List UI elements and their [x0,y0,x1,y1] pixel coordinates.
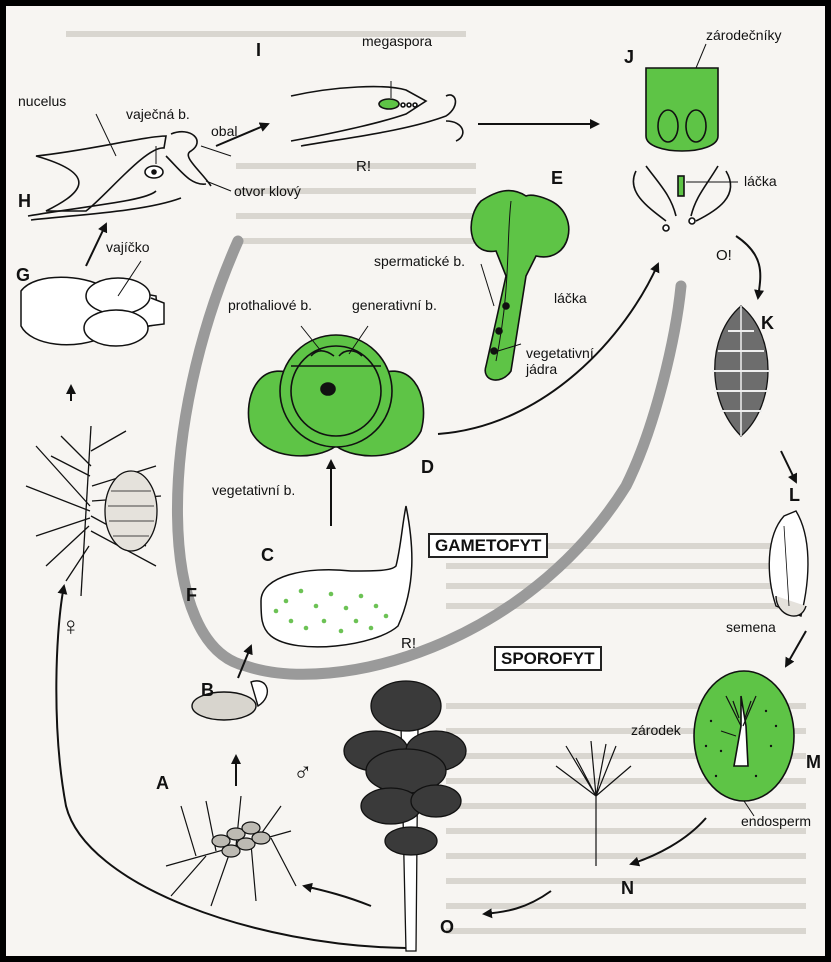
ovule-i [291,81,463,146]
winged-seed-l [769,511,808,616]
label-megaspora: megaspora [362,34,432,48]
label-spermaticke: spermatické b. [374,254,465,268]
label-zarodecniky: zárodečníky [706,28,781,42]
label-vegetativni-b: vegetativní b. [212,483,295,497]
seed-m [694,671,794,816]
label-lacka-j: láčka [744,174,777,188]
letter-j: J [624,48,634,66]
label-nucelus: nucelus [18,94,66,108]
letter-d: D [421,458,434,476]
letter-i: I [256,41,261,59]
label-prothaliove: prothaliové b. [228,298,312,312]
letter-n: N [621,879,634,897]
letter-a: A [156,774,169,792]
label-r-i: R! [356,159,371,174]
letter-b: B [201,681,214,699]
figure-frame: nucelus vaječná b. obal otvor klový mega… [6,6,825,956]
label-otvor: otvor klový [234,184,301,198]
ovule-h [28,114,231,220]
pollen-grain-d [248,326,423,456]
letter-o: O [440,918,454,936]
sporofyt-box: SPOROFYT [494,646,602,671]
archegonia-j [633,44,738,231]
letter-e: E [551,169,563,187]
label-vajecna: vaječná b. [126,107,190,121]
label-zarodek: zárodek [631,723,681,737]
letter-h: H [18,192,31,210]
letter-l: L [789,486,800,504]
life-cycle-illustration [6,6,825,956]
label-o-j: O! [716,248,732,263]
ovule-g [21,261,164,346]
letter-k: K [761,314,774,332]
pine-tree-o [344,681,466,951]
male-branch-a [166,796,296,906]
label-r-c: R! [401,636,416,651]
male-symbol: ♂ [293,758,313,784]
label-vegetativni-jadra-2: jádra [526,362,557,376]
label-generativni: generativní b. [352,298,437,312]
arrow-k-l [781,451,796,482]
pollen-sac-c [261,506,412,647]
label-semena: semena [726,620,776,634]
arrow-l-m [786,631,806,666]
pine-branch-f [26,426,161,596]
label-obal: obal [211,124,237,138]
label-lacka-e: láčka [554,291,587,305]
label-vegetativni-jadra-1: vegetativní [526,346,594,360]
gametofyt-box: GAMETOFYT [428,533,548,558]
arrow-o-left [304,886,371,906]
arrow-n-o [484,891,551,914]
letter-c: C [261,546,274,564]
letter-f: F [186,586,197,604]
female-symbol: ♀ [61,613,81,639]
letter-g: G [16,266,30,284]
letter-m: M [806,753,821,771]
label-vajicko: vajíčko [106,240,150,254]
arrow-g-h [86,224,106,266]
label-endosperm: endosperm [741,814,811,828]
arrow-j-k [736,236,760,298]
